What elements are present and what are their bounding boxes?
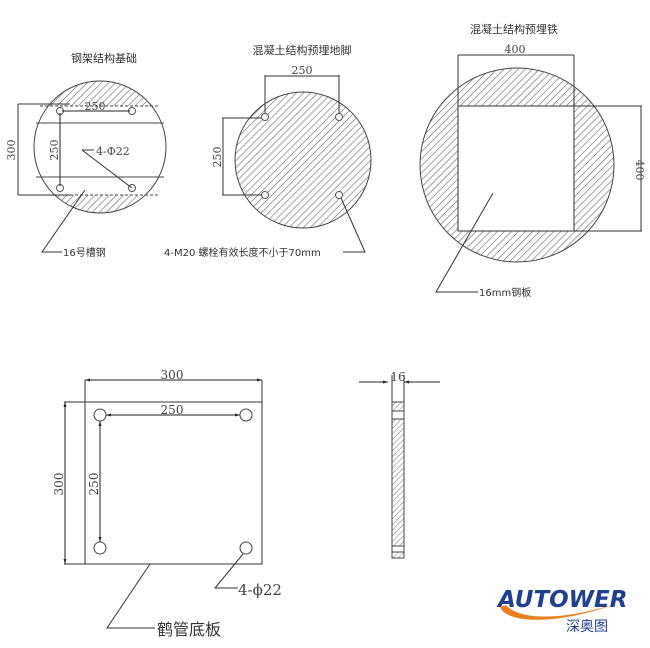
side-view-drawing: 16 [359,370,440,559]
concrete-anchor-title: 混凝土结构预埋地脚 [253,43,352,57]
base-plate-hole-dim-h: 250 [161,403,184,417]
steel-frame-title: 钢架结构基础 [71,51,137,65]
steel-frame-dim-v-inner: 250 [48,140,61,161]
channel-steel-label: 16号槽钢 [63,246,106,259]
concrete-plate-drawing: 混凝土结构预埋铁 400 400 16mm钢板 [419,22,646,299]
logo-brand-text: AUTOWER [496,587,627,613]
base-plate-hole-dim-v: 250 [87,473,101,496]
steel-plate-label: 16mm钢板 [479,286,531,299]
autower-logo: AUTOWER 深奥图 [496,583,636,639]
base-plate-label: 鹤管底板 [157,620,221,639]
thickness-dim: 16 [390,370,405,384]
logo-subtitle-text: 深奥图 [566,618,608,635]
steel-frame-dim-v-outer: 300 [5,140,18,161]
concrete-plate-title: 混凝土结构预埋铁 [470,22,558,36]
logo-swoosh-icon [500,601,624,620]
base-plate-dim-width: 300 [161,368,184,382]
steel-frame-dim-h: 250 [85,100,106,113]
base-plate-holes-label: 4-ϕ22 [238,581,282,599]
plate-dim-h: 400 [505,43,526,56]
bolt-label: 4-M20 螺栓有效长度不小于70mm [164,246,321,259]
plate-dim-v: 400 [633,160,646,181]
base-plate-drawing: 300 300 250 250 4-ϕ22 鹤管底板 [52,368,282,639]
base-plate-dim-height: 300 [52,473,66,496]
anchor-dim-v: 250 [211,147,224,168]
steel-frame-holes-label: 4-Φ22 [96,145,130,158]
steel-frame-foundation-drawing: 钢架结构基础 250 250 300 4-Φ22 16号槽钢 [5,51,167,259]
concrete-anchor-drawing: 混凝土结构预埋地脚 250 250 4-M20 螺栓有效长度不小于70mm [164,43,372,259]
anchor-dim-h: 250 [292,64,313,77]
